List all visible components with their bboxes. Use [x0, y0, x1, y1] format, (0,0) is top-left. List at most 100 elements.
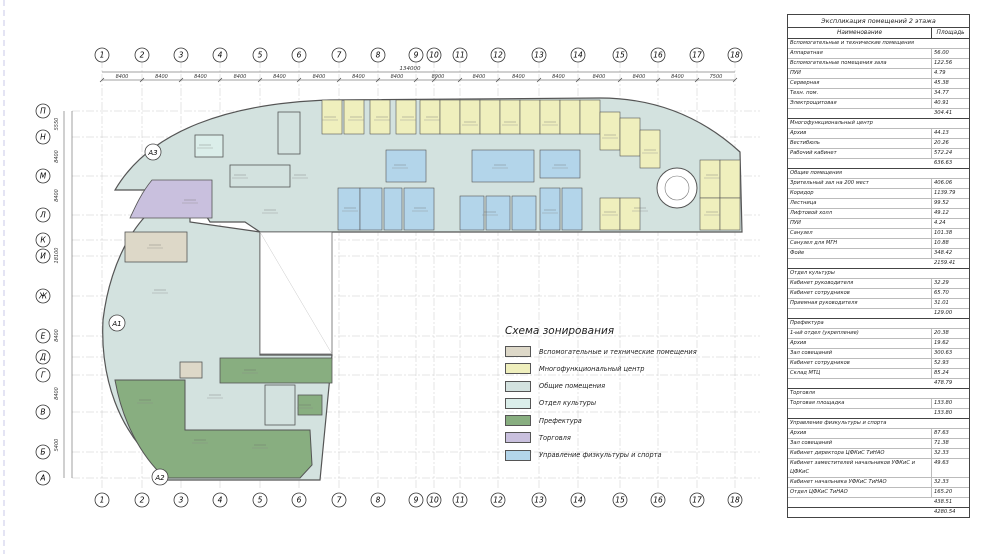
svg-text:3: 3 — [179, 496, 184, 505]
schedule-section-name: Префектура — [788, 319, 969, 329]
room-name: Кабинет начальника УФКиС ТиНАО — [788, 478, 932, 487]
col-marker-11: 11 — [452, 492, 468, 508]
svg-text:8: 8 — [376, 496, 381, 505]
grand-total-row: 4280.54 — [788, 508, 969, 518]
svg-text:4: 4 — [218, 51, 223, 60]
room-area: 20.38 — [934, 330, 949, 336]
col-marker-2: 2 — [134, 47, 150, 63]
section-total-row: 2159.41 — [788, 259, 969, 269]
room-area: 4.79 — [934, 70, 946, 76]
col-marker-17: 17 — [689, 47, 705, 63]
svg-text:6: 6 — [297, 51, 302, 60]
col-marker-1: 1 — [94, 47, 110, 63]
zone-prefecture-south — [114, 379, 313, 479]
zoning-legend: Схема зонирования Вспомогательные и техн… — [505, 325, 697, 466]
schedule-section-name: Общие помещения — [788, 169, 969, 179]
elevator-core — [229, 164, 291, 188]
section-total: 304.41 — [934, 110, 953, 116]
row-marker-Е: Е — [35, 328, 51, 344]
svg-text:Д: Д — [39, 353, 46, 362]
room-area: 165.20 — [934, 489, 953, 495]
zone-aux-hall — [124, 231, 188, 263]
svg-text:А: А — [39, 474, 45, 483]
svg-text:2: 2 — [140, 496, 145, 505]
room-name: Вестибюль — [788, 139, 932, 148]
svg-text:18: 18 — [730, 51, 740, 60]
svg-text:17: 17 — [692, 51, 702, 60]
room-area: 572.24 — [934, 150, 953, 156]
mark-a2: А2 — [154, 474, 165, 482]
legend-label: Многофункциональный центр — [539, 364, 645, 373]
room-area: 406.06 — [934, 180, 953, 186]
svg-text:2: 2 — [140, 51, 145, 60]
room-name: Санузел для МГН — [788, 239, 932, 248]
col-dim: 8400 — [155, 74, 168, 80]
legend-swatch — [505, 397, 531, 409]
svg-text:13: 13 — [534, 496, 544, 505]
col-marker-8: 8 — [370, 47, 386, 63]
svg-text:17: 17 — [692, 496, 702, 505]
col-marker-10: 10 — [426, 492, 442, 508]
grand-total: 4280.54 — [934, 509, 956, 515]
room-area: 133.80 — [934, 400, 953, 406]
svg-text:Е: Е — [41, 332, 46, 341]
svg-text:16: 16 — [653, 51, 663, 60]
room-area: 122.56 — [934, 60, 953, 66]
col-marker-11: 11 — [452, 47, 468, 63]
room-labels — [137, 116, 720, 449]
legend-label: Торговля — [539, 433, 571, 442]
south-stair — [264, 384, 296, 426]
room-area: 348.42 — [934, 250, 953, 256]
svg-text:9: 9 — [414, 51, 419, 60]
legend-item: Префектура — [505, 414, 697, 427]
col-marker-14: 14 — [570, 47, 586, 63]
col-marker-5: 5 — [252, 492, 268, 508]
room-name: Серверная — [788, 79, 932, 88]
svg-text:12: 12 — [493, 496, 503, 505]
room-name: Санузел — [788, 229, 932, 238]
zones — [102, 97, 743, 481]
row-dim: 5400 — [54, 439, 60, 452]
col-dim: 8900 — [432, 74, 445, 80]
zone-aux-small — [179, 361, 203, 379]
row-marker-Г: Г — [35, 367, 51, 383]
svg-text:В: В — [40, 408, 45, 417]
col-marker-7: 7 — [331, 492, 347, 508]
schedule-section-name: Отдел культуры — [788, 269, 969, 279]
col-marker-9: 9 — [408, 492, 424, 508]
room-area: 300.63 — [934, 350, 953, 356]
legend-swatch — [505, 363, 531, 375]
col-marker-7: 7 — [331, 47, 347, 63]
col-dim: 8400 — [234, 74, 247, 80]
svg-text:15: 15 — [615, 51, 625, 60]
col-marker-5: 5 — [252, 47, 268, 63]
row-marker-П: П — [35, 103, 51, 119]
svg-text:10: 10 — [429, 51, 439, 60]
mark-a3: А3 — [147, 149, 157, 157]
schedule-section-name: Торговля — [788, 389, 969, 399]
legend-swatch — [505, 346, 531, 357]
room-name: Склад МТЦ — [788, 369, 932, 378]
col-marker-16: 16 — [650, 47, 666, 63]
row-marker-К: К — [35, 232, 51, 248]
schedule-header: Наименование Площадь — [788, 28, 969, 39]
column-axis-markers: 1122334455667788991010111112121313141415… — [94, 47, 743, 508]
room-name: Архив — [788, 339, 932, 348]
col-marker-17: 17 — [689, 492, 705, 508]
legend-label: Общие помещения — [539, 382, 606, 391]
room-area: 31.01 — [934, 300, 949, 306]
legend-label: Управление физкультуры и спорта — [539, 451, 662, 460]
legend-swatch — [505, 415, 531, 427]
legend-swatch — [505, 432, 531, 444]
